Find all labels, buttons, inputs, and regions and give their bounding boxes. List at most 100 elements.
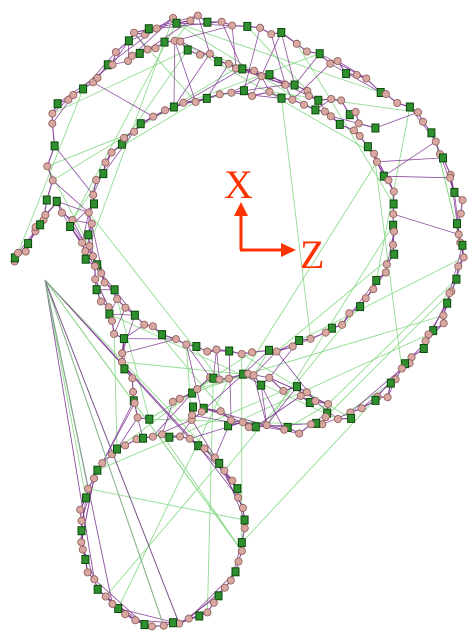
pose-node (249, 371, 258, 380)
pose-node (296, 391, 305, 400)
pose-node (77, 538, 86, 547)
pose-node (78, 238, 87, 247)
pose-node (397, 364, 406, 373)
pose-node (130, 399, 139, 408)
pose-node (149, 112, 158, 121)
landmark-node (203, 17, 212, 27)
landmark-node (347, 413, 356, 423)
trajectory-edge (266, 386, 298, 426)
trajectory-edge (231, 25, 237, 69)
pose-node (121, 441, 130, 450)
pose-node (215, 90, 224, 99)
trajectory-edge (94, 279, 110, 308)
trajectory-edge (376, 157, 444, 163)
pose-node (21, 247, 30, 256)
pose-node (128, 374, 137, 383)
pose-node (176, 37, 185, 46)
trajectory-edge (253, 351, 277, 376)
landmark-node (231, 567, 240, 577)
trajectory-edge (185, 344, 211, 378)
trajectory-edge (109, 313, 135, 316)
landmark-node (372, 275, 381, 285)
pose-node (111, 48, 120, 57)
landmark-node (119, 334, 128, 344)
pose-node (307, 420, 316, 429)
landmark-node (195, 611, 204, 621)
pose-node (48, 176, 57, 185)
trajectory-edge (260, 385, 268, 426)
pose-node (306, 334, 315, 343)
pose-node (152, 24, 161, 33)
pose-node (292, 39, 301, 48)
landmark-node (124, 36, 133, 46)
pose-node (148, 322, 157, 331)
pose-node (439, 319, 448, 328)
trajectory-edge (206, 63, 230, 99)
pose-node (337, 96, 346, 105)
pose-node (357, 404, 366, 413)
pose-node (326, 59, 335, 68)
fan-edge (44, 279, 95, 580)
trajectory-edge (212, 349, 217, 379)
pose-node (302, 388, 311, 397)
landmark-node (99, 169, 108, 179)
landmark-node (84, 230, 93, 240)
landmark-node (290, 80, 299, 90)
trajectory-edge (216, 349, 220, 380)
landmark-node (110, 285, 119, 295)
trajectory-edge (82, 51, 117, 90)
trajectory-edge (253, 375, 268, 426)
pose-node (84, 208, 93, 217)
pose-node (267, 30, 276, 39)
pose-node (439, 311, 448, 320)
pose-node (227, 88, 236, 97)
pose-node (84, 484, 93, 493)
pose-node (345, 309, 354, 318)
landmark-node (169, 102, 178, 112)
landmark-node (458, 240, 467, 250)
landmark-node (356, 302, 365, 312)
pose-node (220, 583, 229, 592)
pose-node (87, 219, 96, 228)
trajectory-edge (231, 75, 262, 94)
pose-node (295, 429, 304, 438)
landmark-node (443, 298, 452, 308)
trajectory-edge (243, 84, 286, 92)
pose-node (186, 16, 195, 25)
pose-node (321, 412, 330, 421)
pose-node (361, 294, 370, 303)
fan-edge (44, 279, 243, 552)
landmark-node (335, 119, 344, 129)
pose-node (168, 397, 177, 406)
pose-node (89, 190, 98, 199)
pose-node (389, 210, 398, 219)
landmark-node (371, 123, 380, 133)
pose-node (159, 621, 168, 630)
landmark-node (52, 196, 61, 206)
pose-node (90, 575, 99, 584)
landmark-node (66, 222, 75, 231)
landmark-node (311, 105, 320, 115)
landmark-node (93, 465, 102, 475)
fan-edge (44, 279, 216, 458)
trajectory-edge (197, 445, 239, 498)
trajectory-edge (174, 40, 196, 103)
constraint-edge (325, 291, 452, 418)
pose-node (127, 51, 136, 60)
pose-node (454, 262, 463, 271)
constraint-edge (105, 463, 220, 597)
pose-node (383, 393, 392, 402)
trajectory-edge (224, 470, 245, 521)
constraint-edge (88, 488, 245, 521)
constraint-edge (180, 41, 375, 155)
pose-node (41, 210, 50, 219)
pose-node (333, 57, 342, 66)
pose-node (413, 108, 422, 117)
pose-node (110, 329, 119, 338)
pose-node (101, 592, 110, 601)
constraint-edge (47, 131, 135, 167)
pose-node (224, 374, 233, 383)
pose-node (203, 608, 212, 617)
constraint-edge (176, 22, 381, 93)
landmark-node (202, 93, 211, 103)
